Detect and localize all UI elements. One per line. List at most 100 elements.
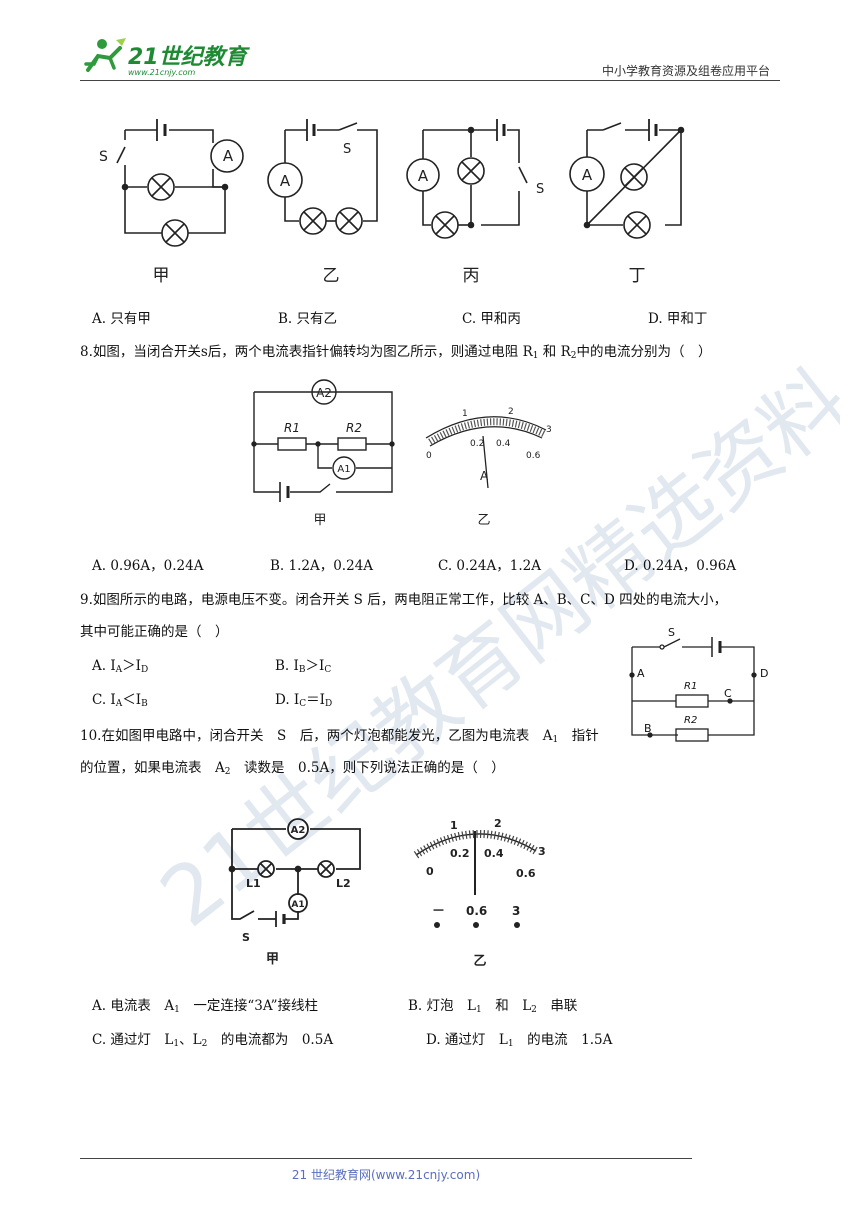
q7-option-d[interactable]: D. 甲和丁 — [648, 311, 708, 327]
opt-text: ＞I — [305, 658, 325, 674]
scale-top-2: 2 — [508, 407, 514, 417]
q10-option-d[interactable]: D. 通过灯 L1 的电流 1.5A — [426, 1030, 612, 1054]
subscript: A — [115, 699, 123, 709]
scale-top-3: 3 — [538, 845, 546, 858]
stem-part: 指针 — [558, 728, 599, 744]
terminal-3: 3 — [512, 904, 520, 918]
stem-part: 的位置，如果电流表 A — [80, 760, 225, 776]
q10-figures: A2 A1 L1 L2 S 甲 1 2 3 0 0.2 0.4 0.6 － 0.… — [228, 817, 546, 969]
q9-stem-line1: 9.如图所示的电路，电源电压不变。闭合开关 S 后，两电阻正常工作，比较 A、B… — [80, 592, 728, 608]
opt-text: ＜I — [122, 692, 142, 708]
circuit-ding — [569, 119, 685, 239]
q8-figures: A2 A1 R1 R2 甲 1 2 3 0 0.2 0.4 0.6 A 乙 — [251, 379, 552, 528]
logo-url: www.21cnjy.com — [128, 68, 195, 77]
subscript: D — [325, 699, 333, 709]
ammeter-label: A — [582, 166, 593, 184]
subscript: 2 — [201, 1039, 208, 1049]
subscript: 1 — [532, 351, 539, 361]
resistor-r1-label: R1 — [284, 421, 300, 435]
terminal-06: 0.6 — [466, 904, 487, 918]
point-a-label: A — [637, 667, 645, 680]
fig-label-jia: 甲 — [266, 952, 279, 967]
opt-text: A. I — [92, 658, 116, 674]
subscript: C — [299, 699, 307, 709]
circuit-jia — [116, 119, 244, 247]
scale-bottom-0: 0 — [426, 451, 432, 461]
footer-link[interactable]: 21 世纪教育网(www.21cnjy.com) — [291, 1168, 481, 1182]
runner-icon — [84, 38, 126, 72]
q9-option-a[interactable]: A. IA＞ID — [92, 656, 148, 680]
scale-top-1: 1 — [462, 409, 468, 419]
point-c-label: C — [724, 687, 732, 700]
opt-text: 的电流 1.5A — [513, 1032, 613, 1048]
q8-option-a[interactable]: A. 0.96A，0.24A — [92, 558, 204, 574]
scale-bottom-06: 0.6 — [516, 867, 536, 880]
subscript: 1 — [507, 1039, 514, 1049]
subscript: B — [298, 665, 306, 675]
q8-circuit-jia — [251, 379, 395, 502]
resistor-r2-label: R2 — [346, 421, 362, 435]
meter-unit-label: A — [480, 469, 489, 483]
fig-label-bing: 丙 — [463, 266, 480, 286]
switch-label: S — [99, 149, 108, 165]
subscript: 1 — [552, 735, 559, 745]
switch-label: S — [242, 931, 250, 944]
opt-text: 和 L — [481, 998, 532, 1014]
q7-option-b[interactable]: B. 只有乙 — [278, 311, 338, 327]
switch-label: S — [668, 626, 675, 639]
q8-option-d[interactable]: D. 0.24A，0.96A — [624, 558, 737, 574]
ammeter-a1-label: A1 — [291, 900, 304, 910]
q10-circuit-jia — [228, 818, 361, 927]
q7-option-c[interactable]: C. 甲和丙 — [462, 311, 521, 327]
ammeter-label: A — [280, 172, 291, 190]
q9-stem-line2: 其中可能正确的是（ ） — [80, 624, 229, 640]
point-b-label: B — [644, 722, 652, 735]
resistor-r2-label: R2 — [684, 715, 698, 726]
fig-label-yi: 乙 — [473, 954, 486, 969]
ammeter-a2-label: A2 — [316, 386, 332, 400]
opt-text: 一定连接“3A”接线柱 — [179, 998, 318, 1014]
q10-option-b[interactable]: B. 灯泡 L1 和 L2 串联 — [408, 996, 577, 1020]
ammeter-a2-label: A2 — [291, 825, 306, 836]
q8-stem: 8.如图，当闭合开关s后，两个电流表指针偏转均为图乙所示，则通过电阻 R1 和 … — [80, 342, 712, 366]
q8-option-c[interactable]: C. 0.24A，1.2A — [438, 558, 541, 574]
opt-text: 串联 — [536, 998, 578, 1014]
q9-option-b[interactable]: B. IB＞IC — [275, 656, 331, 680]
q7-circuits: A S A S A S A 甲 乙 丙 — [99, 119, 685, 286]
subscript: C — [324, 665, 332, 675]
terminal-negative: － — [432, 904, 445, 919]
lamp-l1-label: L1 — [246, 877, 261, 890]
q8-option-b[interactable]: B. 1.2A，0.24A — [270, 558, 374, 574]
q8-stem-part: 和 R — [542, 344, 571, 360]
q10-meter-dial — [413, 830, 539, 895]
subscript: 1 — [173, 1039, 180, 1049]
q7-option-a[interactable]: A. 只有甲 — [92, 311, 151, 327]
subscript: 2 — [531, 1005, 537, 1015]
subscript: A — [115, 665, 123, 675]
q10-stem-line1: 10.在如图甲电路中，闭合开关 S 后，两个灯泡都能发光，乙图为电流表 A1 指… — [80, 726, 599, 750]
opt-text: B. 灯泡 L — [408, 998, 476, 1014]
site-logo: 21世纪教育 www.21cnjy.com — [84, 38, 250, 77]
switch-label: S — [343, 142, 351, 157]
subscript: 2 — [224, 767, 231, 777]
opt-text: 、L — [179, 1032, 202, 1048]
fig-label-yi: 乙 — [323, 266, 340, 286]
subscript: D — [141, 665, 149, 675]
scale-top-2: 2 — [494, 817, 502, 830]
circuit-bing — [406, 119, 528, 239]
q8-stem-part: 中的电流分别为（ ） — [576, 344, 712, 360]
q10-option-c[interactable]: C. 通过灯 L1、L2 的电流都为 0.5A — [92, 1030, 333, 1054]
q9-circuit-labels: S A D C B R1 R2 — [620, 625, 780, 750]
q9-option-d[interactable]: D. IC＝ID — [275, 690, 332, 714]
opt-text: B. I — [275, 658, 299, 674]
q9-option-c[interactable]: C. IA＜IB — [92, 690, 148, 714]
opt-text: 的电流都为 0.5A — [207, 1032, 334, 1048]
q10-option-a[interactable]: A. 电流表 A1 一定连接“3A”接线柱 — [92, 996, 318, 1020]
scale-bottom-06: 0.6 — [526, 451, 541, 461]
opt-text: ＝I — [306, 692, 325, 708]
ammeter-a1-label: A1 — [337, 464, 350, 475]
header-divider — [80, 80, 780, 81]
opt-text: C. I — [92, 692, 116, 708]
opt-text: ＞I — [122, 658, 142, 674]
resistor-r1-label: R1 — [684, 681, 698, 692]
